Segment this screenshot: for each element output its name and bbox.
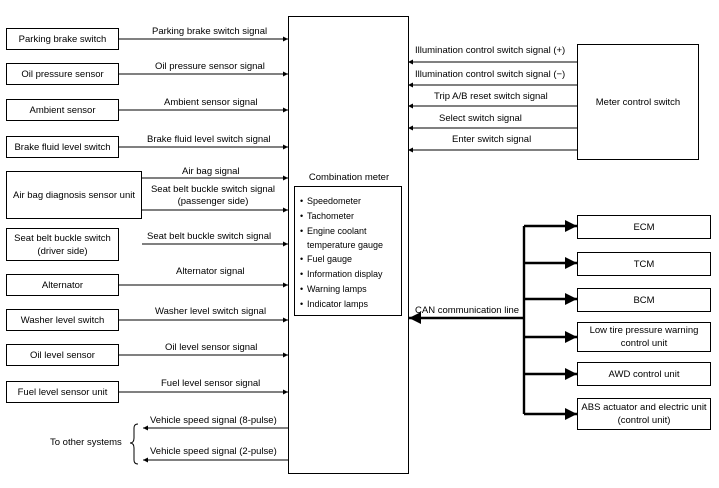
input-signal-arrows — [119, 36, 288, 465]
box-label: Meter control switch — [595, 96, 681, 108]
box-label: Parking brake switch — [18, 33, 107, 45]
signal-label-line: (passenger side) — [177, 196, 249, 207]
abs-actuator-and-electric-unit-box: ABS actuator and electric unit (control … — [577, 398, 711, 430]
bullet: • — [300, 196, 304, 206]
meter-features-box: •Speedometer •Tachometer •Engine coolant… — [294, 186, 402, 316]
feature-label: Speedometer — [307, 196, 362, 206]
bullet: • — [300, 284, 304, 294]
parking-brake-switch-box: Parking brake switch — [6, 28, 119, 50]
box-label: Fuel level sensor unit — [17, 386, 108, 398]
box-label: ECM — [633, 221, 655, 233]
box-sublabel: (driver side) — [37, 245, 88, 257]
washer-level-switch-box: Washer level switch — [6, 309, 119, 331]
signal-label: Brake fluid level switch signal — [147, 134, 271, 145]
feature-item: •Fuel gauge — [300, 252, 401, 267]
signal-label: Seat belt buckle switch signal — [147, 231, 272, 242]
combination-meter-box — [288, 16, 409, 474]
signal-label: Select switch signal — [439, 113, 522, 124]
oil-pressure-sensor-box: Oil pressure sensor — [6, 63, 119, 85]
signal-label: Washer level switch signal — [155, 306, 267, 317]
signal-label: Parking brake switch signal — [152, 26, 268, 37]
signal-label: Illumination control switch signal (+) — [415, 45, 566, 56]
can-communication-line-label: CAN communication line — [415, 305, 520, 316]
feature-label: Tachometer — [307, 211, 355, 221]
signal-label: Vehicle speed signal (2-pulse) — [150, 446, 277, 457]
box-label: Seat belt buckle switch — [14, 232, 111, 244]
feature-label: Fuel gauge — [307, 254, 353, 264]
signal-label: Vehicle speed signal (8-pulse) — [150, 415, 277, 426]
box-label: Brake fluid level switch — [14, 141, 111, 153]
box-label: BCM — [633, 294, 655, 306]
seat-belt-buckle-switch-box: Seat belt buckle switch (driver side) — [6, 228, 119, 261]
brake-fluid-level-switch-box: Brake fluid level switch — [6, 136, 119, 158]
signal-label-line: Seat belt buckle switch signal — [150, 184, 276, 195]
air-bag-diagnosis-sensor-unit-box: Air bag diagnosis sensor unit — [6, 171, 142, 219]
bcm-box: BCM — [577, 288, 711, 312]
feature-label: Engine coolant temperature gauge — [307, 226, 384, 250]
feature-item: •Warning lamps — [300, 282, 401, 297]
awd-control-unit-box: AWD control unit — [577, 362, 711, 386]
bullet: • — [300, 269, 304, 279]
signal-label: Alternator signal — [176, 266, 245, 277]
bullet: • — [300, 211, 304, 221]
feature-label: Warning lamps — [307, 284, 367, 294]
signal-label: Oil pressure sensor signal — [155, 61, 265, 72]
fuel-level-sensor-unit-box: Fuel level sensor unit — [6, 381, 119, 403]
signal-label: Enter switch signal — [452, 134, 532, 145]
box-label: ABS actuator and electric unit — [581, 402, 707, 413]
feature-label: Information display — [307, 269, 383, 279]
can-bus — [409, 220, 577, 420]
oil-level-sensor-box: Oil level sensor — [6, 344, 119, 366]
box-label: Alternator — [41, 279, 84, 291]
box-label: Oil level sensor — [30, 349, 95, 361]
tcm-box: TCM — [577, 252, 711, 276]
box-label: Oil pressure sensor — [21, 68, 104, 80]
box-label: TCM — [633, 258, 655, 270]
box-label: Low tire pressure warning — [589, 325, 699, 336]
alternator-box: Alternator — [6, 274, 119, 296]
signal-label: Ambient sensor signal — [164, 97, 258, 108]
feature-item: •Information display — [300, 267, 401, 282]
combination-meter-title: Combination meter — [308, 172, 390, 183]
signal-label: Seat belt buckle switch signal (passenge… — [145, 184, 281, 208]
box-label: Washer level switch — [20, 314, 105, 326]
box-sublabel: control unit — [620, 338, 668, 349]
feature-item: •Indicator lamps — [300, 297, 401, 312]
ecm-box: ECM — [577, 215, 711, 239]
feature-item: •Speedometer — [300, 194, 401, 209]
low-tire-pressure-warning-control-unit-box: Low tire pressure warning control unit — [577, 322, 711, 352]
bullet: • — [300, 254, 304, 264]
bullet: • — [300, 299, 304, 309]
box-label: Air bag diagnosis sensor unit — [13, 189, 135, 201]
box-sublabel: (control unit) — [617, 415, 671, 426]
signal-label: Trip A/B reset switch signal — [434, 91, 548, 102]
feature-item: •Engine coolant temperature gauge — [300, 224, 403, 252]
control-signal-arrows — [408, 59, 577, 153]
signal-label: Oil level sensor signal — [165, 342, 258, 353]
meter-control-switch-box: Meter control switch — [577, 44, 699, 160]
feature-item: •Tachometer — [300, 209, 401, 224]
to-other-systems-label: To other systems — [50, 437, 122, 448]
feature-label: Indicator lamps — [307, 299, 369, 309]
box-label: Ambient sensor — [29, 104, 96, 116]
signal-label: Air bag signal — [182, 166, 240, 177]
box-label: AWD control unit — [608, 368, 680, 380]
signal-label: Fuel level sensor signal — [161, 378, 261, 389]
bullet: • — [300, 226, 304, 236]
signal-label: Illumination control switch signal (−) — [415, 69, 566, 80]
ambient-sensor-box: Ambient sensor — [6, 99, 119, 121]
